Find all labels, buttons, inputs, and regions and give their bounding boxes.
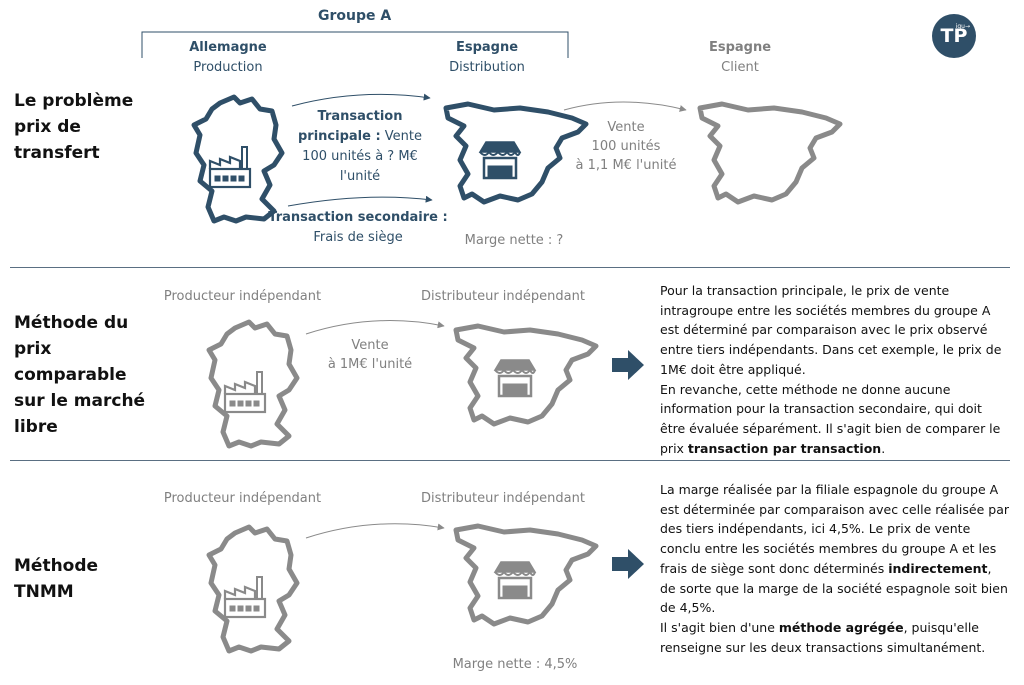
germany-map bbox=[190, 95, 285, 225]
row1-title-line1: Le problème bbox=[14, 91, 134, 111]
client-tx-line3: à 1,1 M€ l'unité bbox=[575, 158, 677, 173]
row2-explanation: Pour la transaction principale, le prix … bbox=[660, 281, 1010, 458]
client-tx-arrow bbox=[563, 101, 687, 112]
col3-subtitle: Client bbox=[721, 60, 759, 75]
secondary-tx-line2: Frais de siège bbox=[313, 230, 403, 245]
separator-2 bbox=[10, 460, 1010, 461]
row2-title-line5: libre bbox=[14, 417, 58, 437]
row3-p1-bold: indirectement bbox=[888, 560, 988, 576]
group-label: Groupe A bbox=[318, 8, 392, 24]
row2-title-line2: prix bbox=[14, 339, 52, 359]
shop-icon bbox=[493, 560, 537, 600]
row2-sale-line1: Vente bbox=[351, 338, 389, 353]
row2-producer-label: Producteur indépendant bbox=[163, 289, 322, 304]
spain-map-grey-row2 bbox=[448, 320, 598, 430]
col2-title: Espagne bbox=[455, 40, 519, 55]
row2-title-line4: sur le marché bbox=[14, 391, 146, 411]
secondary-tx-arrow bbox=[287, 195, 433, 207]
col2-subtitle: Distribution bbox=[449, 60, 525, 75]
row3-margin: Marge nette : 4,5% bbox=[452, 657, 578, 672]
row2-p2-part1: En revanche, cette méthode ne donne aucu… bbox=[660, 381, 1001, 456]
spain-map-client bbox=[692, 98, 842, 208]
secondary-tx-line1: Transaction secondaire : bbox=[268, 210, 448, 225]
row2-explanation-p2: En revanche, cette méthode ne donne aucu… bbox=[660, 380, 1010, 459]
row1-margin: Marge nette : ? bbox=[464, 233, 564, 248]
row3-arrow-right-icon bbox=[612, 549, 644, 579]
row1-title-line2: prix de bbox=[14, 117, 81, 137]
germany-map-grey-row2 bbox=[205, 320, 300, 450]
main-tx-line3: 100 unités à ? M€ bbox=[302, 149, 418, 164]
row2-explanation-p1: Pour la transaction principale, le prix … bbox=[660, 283, 1002, 377]
row3-explanation-p2: Il s'agit bien d'une méthode agrégée, pu… bbox=[660, 618, 1010, 657]
row3-title-line1: Méthode bbox=[14, 556, 99, 576]
row2-sale-line2: à 1M€ l'unité bbox=[327, 357, 413, 372]
row3-arrow bbox=[305, 523, 445, 539]
factory-icon bbox=[208, 145, 252, 189]
row2-title: Méthode du prix comparable sur le marché… bbox=[14, 310, 145, 440]
row2-title-line3: comparable bbox=[14, 365, 127, 385]
row3-p2-part3: , puisqu'elle renseigne sur les deux tra… bbox=[660, 619, 986, 655]
row3-explanation-p1: La marge réalisée par la filiale espagno… bbox=[660, 480, 1010, 618]
row3-title-line2: TNMM bbox=[14, 582, 74, 602]
row2-distributor-label: Distributeur indépendant bbox=[421, 289, 585, 304]
row3-p1-part3: , de sorte que la marge de la société es… bbox=[660, 560, 1008, 616]
row2-sale-arrow bbox=[305, 320, 445, 335]
col1-subtitle: Production bbox=[193, 60, 263, 75]
main-tx-line4: l'unité bbox=[339, 169, 381, 184]
tp-logo-sup: iqu→ bbox=[955, 23, 970, 30]
row3-explanation: La marge réalisée par la filiale espagno… bbox=[660, 480, 1010, 657]
row2-arrow-right-icon bbox=[612, 350, 644, 380]
shop-icon bbox=[478, 140, 522, 180]
row2-p2-bold: transaction par transaction bbox=[687, 440, 882, 456]
row1-title-line3: transfert bbox=[14, 143, 100, 163]
client-tx-line2: 100 unités bbox=[591, 139, 661, 154]
row1-title: Le problème prix de transfert bbox=[14, 88, 133, 166]
row2-p2-part3: . bbox=[881, 440, 886, 456]
col3-title: Espagne bbox=[708, 40, 772, 55]
main-tx-line2-rest: Vente bbox=[380, 129, 423, 144]
main-tx-arrow bbox=[291, 93, 431, 107]
spain-map-grey-row3 bbox=[448, 520, 598, 630]
col1-title: Allemagne bbox=[189, 40, 267, 55]
germany-map-grey-row3 bbox=[205, 525, 300, 655]
factory-icon bbox=[223, 575, 267, 619]
tp-logo: TP iqu→ bbox=[932, 14, 976, 58]
main-tx-line1: Transaction bbox=[317, 109, 403, 124]
group-bracket bbox=[141, 31, 569, 58]
row2-sale-label: Vente à 1M€ l'unité bbox=[310, 336, 430, 374]
client-tx-line1: Vente bbox=[607, 120, 645, 135]
row3-p2-bold: méthode agrégée bbox=[778, 619, 904, 635]
shop-icon bbox=[493, 358, 537, 398]
row3-distributor-label: Distributeur indépendant bbox=[421, 491, 585, 506]
row3-p2-part1: Il s'agit bien d'une bbox=[660, 619, 779, 635]
main-tx-label: Transaction principale : Vente 100 unité… bbox=[290, 107, 430, 187]
tp-logo-text: TP bbox=[940, 25, 968, 47]
row2-title-line1: Méthode du bbox=[14, 313, 129, 333]
secondary-tx-label: Transaction secondaire : Frais de siège bbox=[268, 208, 448, 248]
row3-producer-label: Producteur indépendant bbox=[163, 491, 322, 506]
row3-title: Méthode TNMM bbox=[14, 553, 98, 605]
main-tx-line2-bold: principale : bbox=[297, 129, 381, 144]
client-tx-label: Vente 100 unités à 1,1 M€ l'unité bbox=[566, 118, 686, 175]
separator-1 bbox=[10, 267, 1010, 268]
row3-p1-part1: La marge réalisée par la filiale espagno… bbox=[660, 482, 1009, 576]
factory-icon bbox=[223, 370, 267, 414]
